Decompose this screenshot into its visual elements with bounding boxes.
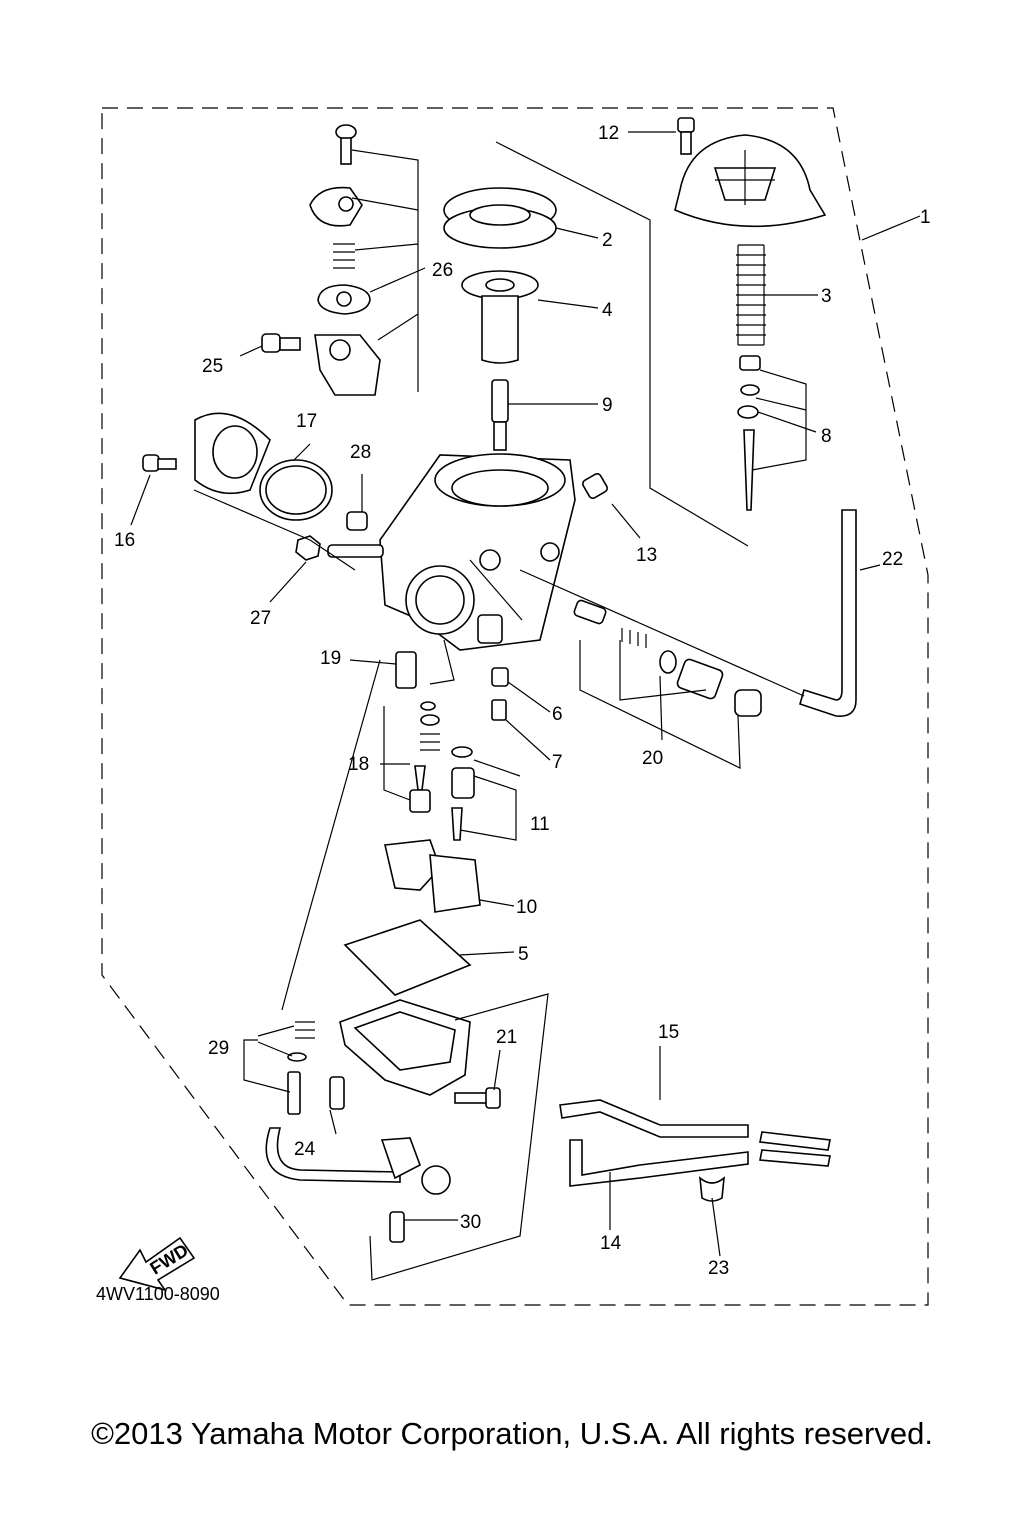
drain-hose-assembly <box>265 1127 451 1195</box>
screw-12 <box>677 117 695 155</box>
clip-23 <box>699 1176 725 1202</box>
spring-set-29 <box>287 1021 315 1115</box>
reference-code: 4WV1100-8090 <box>96 1284 220 1304</box>
screw-24 <box>329 1076 345 1110</box>
drain-screw-21 <box>454 1087 501 1109</box>
screw-16 <box>142 454 177 472</box>
callout-25: 25 <box>202 356 223 377</box>
callout-15: 15 <box>658 1022 679 1043</box>
valve-seat-11 <box>451 746 475 841</box>
float-10 <box>384 839 481 913</box>
carburetor-body <box>327 453 576 651</box>
callout-9: 9 <box>602 395 613 416</box>
hose-14 <box>569 1139 749 1187</box>
needle-set-8 <box>737 355 761 511</box>
hose-15-end <box>759 1131 831 1151</box>
callout-10: 10 <box>516 897 537 918</box>
fwd-arrow-icon: FWD <box>118 1236 196 1292</box>
callout-29: 29 <box>208 1038 229 1059</box>
jet-19 <box>395 651 417 689</box>
callout-28: 28 <box>350 442 371 463</box>
gasket-plate <box>194 412 271 495</box>
callout-24: 24 <box>294 1139 316 1160</box>
callout-6: 6 <box>552 704 563 725</box>
callout-8: 8 <box>821 426 832 447</box>
needle-valve-set-18 <box>409 701 440 813</box>
small-spring <box>333 243 355 269</box>
callout-19: 19 <box>320 648 341 669</box>
screw-30 <box>389 1211 405 1243</box>
callout-5: 5 <box>518 944 529 965</box>
callout-18: 18 <box>348 754 369 775</box>
plate-26 <box>317 284 371 315</box>
diaphragm-2 <box>443 187 557 249</box>
pilot-screw-set <box>573 599 762 717</box>
needle-jet-9 <box>491 379 509 451</box>
o-ring-17 <box>259 459 333 521</box>
jet-6 <box>491 667 509 687</box>
callout-13: 13 <box>636 545 657 566</box>
copyright-notice: ©2013 Yamaha Motor Corporation, U.S.A. A… <box>91 1416 933 1451</box>
pin-28 <box>346 511 368 531</box>
callout-2: 2 <box>602 230 613 251</box>
callout-21: 21 <box>496 1027 517 1048</box>
piston-valve-4 <box>461 270 539 364</box>
spring-3 <box>736 244 766 346</box>
callout-30: 30 <box>460 1212 481 1233</box>
callout-22: 22 <box>882 549 903 570</box>
callout-11: 11 <box>530 814 550 835</box>
vent-tube-22 <box>799 509 857 717</box>
callout-12: 12 <box>598 123 619 144</box>
callout-26: 26 <box>432 260 453 281</box>
hose-14-end <box>759 1149 831 1167</box>
callout-4: 4 <box>602 300 613 321</box>
throttle-cap <box>309 186 363 227</box>
assembly-boundary <box>101 107 929 1306</box>
float-bowl <box>339 999 471 1096</box>
fitting-13 <box>582 473 608 499</box>
callout-16: 16 <box>114 530 135 551</box>
callout-labels: 1 2 3 4 5 6 7 8 9 10 11 12 13 14 15 16 1… <box>114 123 931 1279</box>
callout-7: 7 <box>552 752 563 773</box>
callout-3: 3 <box>821 286 832 307</box>
callout-27: 27 <box>250 608 271 629</box>
gasket-5 <box>343 919 472 996</box>
callout-1: 1 <box>920 207 931 228</box>
callout-14: 14 <box>600 1233 622 1254</box>
jet-7 <box>491 699 507 721</box>
throttle-screw <box>335 124 357 165</box>
callout-17: 17 <box>296 411 317 432</box>
callout-23: 23 <box>708 1258 729 1279</box>
screw-25 <box>261 333 301 353</box>
leader-lines <box>130 131 921 1281</box>
throttle-body-bracket <box>314 334 381 396</box>
hose-15 <box>559 1099 749 1138</box>
diaphragm-cover <box>674 134 827 228</box>
callout-20: 20 <box>642 748 663 769</box>
